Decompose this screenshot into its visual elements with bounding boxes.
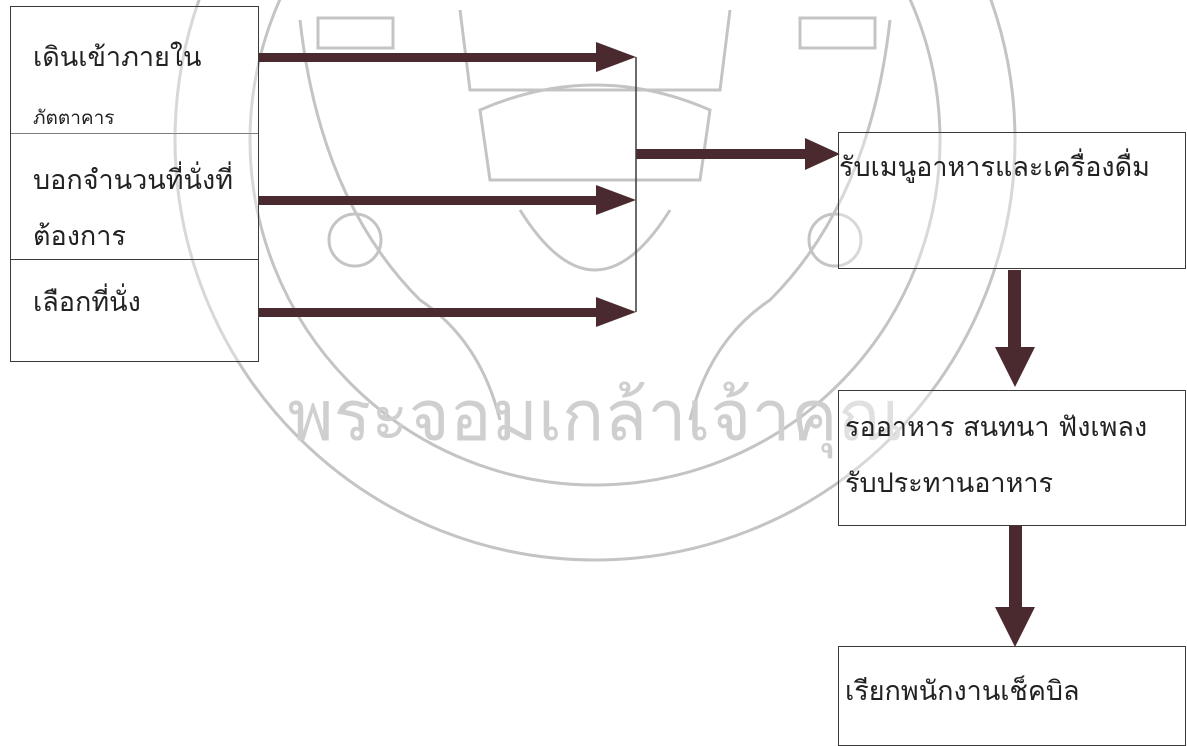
step-box-enter-restaurant: เดินเข้าภายใน ภัตตาคาร xyxy=(10,6,259,134)
step-wait-and-eat-line2: รับประทานอาหาร xyxy=(845,468,1054,499)
step-enter-restaurant-line2: ภัตตาคาร xyxy=(33,107,115,129)
step-box-state-seats: บอกจำนวนที่นั่งที่ ต้องการ xyxy=(10,132,259,260)
arrow-head-1 xyxy=(596,42,636,72)
arrow-head-merge xyxy=(805,138,840,170)
step-enter-restaurant-line1: เดินเข้าภายใน xyxy=(33,42,202,73)
step-wait-and-eat-line1: รออาหาร สนทนา ฟังเพลง xyxy=(845,412,1148,443)
step-box-receive-menu: รับเมนูอาหารและเครื่องดื่ม xyxy=(838,132,1186,269)
step-receive-menu-line1: รับเมนูอาหารและเครื่องดื่ม xyxy=(839,152,1150,183)
step-box-call-for-bill: เรียกพนักงานเช็คบิล xyxy=(838,646,1186,746)
step-choose-seat-line1: เลือกที่นั่ง xyxy=(33,287,141,318)
arrow-head-3 xyxy=(596,297,636,327)
arrow-shaft-down-2 xyxy=(1009,526,1022,610)
step-call-for-bill-line1: เรียกพนักงานเช็คบิล xyxy=(845,676,1080,707)
arrow-shaft-2 xyxy=(259,196,599,205)
arrow-shaft-1 xyxy=(259,53,599,62)
arrow-head-2 xyxy=(596,185,636,215)
step-box-choose-seat: เลือกที่นั่ง xyxy=(10,259,259,362)
arrow-head-down-2 xyxy=(995,607,1035,647)
step-state-seats-line2: ต้องการ xyxy=(33,221,126,252)
arrow-shaft-3 xyxy=(259,308,599,317)
arrow-shaft-merge xyxy=(636,149,808,159)
arrow-shaft-down-1 xyxy=(1008,270,1021,350)
arrow-head-down-1 xyxy=(995,347,1035,387)
step-box-wait-and-eat: รออาหาร สนทนา ฟังเพลง รับประทานอาหาร xyxy=(838,390,1186,526)
step-state-seats-line1: บอกจำนวนที่นั่งที่ xyxy=(33,165,233,196)
